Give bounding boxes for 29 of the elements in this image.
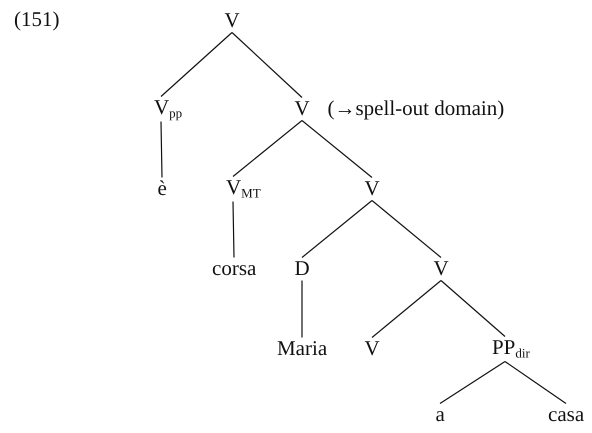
tree-node-label: è [158,176,167,200]
tree-branch [440,361,506,404]
tree-branch [232,201,235,258]
tree-branch [302,120,372,178]
tree-branch [440,280,506,337]
tree-node-label: D [294,256,310,280]
tree-branch [302,200,372,258]
tree-branch [232,32,302,98]
tree-branch [160,121,163,178]
tree-branch [160,32,232,97]
tree-node-label: a [436,402,445,426]
tree-node-label: V [364,176,380,200]
tree-node-label: PP$_{dir}$ [492,336,530,360]
tree-node-label: corsa [212,256,256,280]
tree-node-label: V [294,96,310,120]
tree-branch [232,120,302,177]
tree-node-label: Maria [277,336,328,360]
tree-branch [372,280,442,338]
tree-node-label: V [364,336,380,360]
tree-node-label: casa [548,402,584,426]
node-annotation: (→spell-out domain) [328,96,504,120]
tree-node-label: V [224,8,240,32]
tree-node-label: V [434,256,449,280]
example-number: (151) [14,8,60,32]
tree-branch [301,280,303,338]
tree-branch [504,361,566,404]
tree-branch [372,200,442,258]
tree-node-label: V$_{pp}$ [154,96,182,120]
tree-node-label: V$_{MT}$ [226,176,261,200]
